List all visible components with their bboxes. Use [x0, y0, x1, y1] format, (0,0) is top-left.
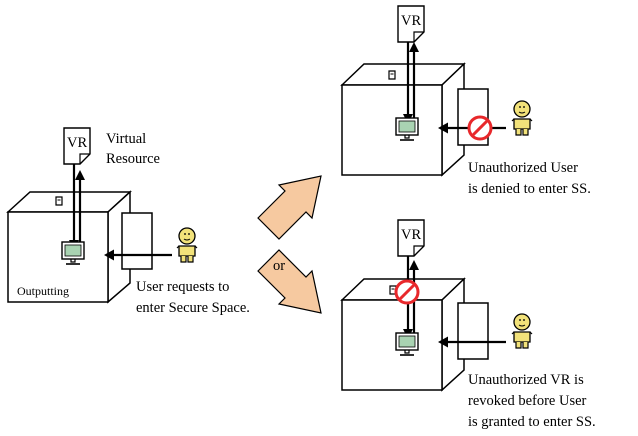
arrow-up-right	[257, 175, 322, 240]
user-icon	[176, 227, 198, 263]
resource-label: Resource	[106, 151, 160, 167]
bottom-caption-line-2: revoked before User	[468, 393, 587, 409]
lock-icon	[388, 70, 396, 80]
user-icon	[511, 100, 533, 136]
bottom-right-secure-space: VR Unauthorized VR is revoked before Use…	[340, 219, 596, 430]
virtual-label: Virtual	[106, 131, 146, 147]
top-doc-label: VR	[401, 13, 421, 29]
outputting-label: Outputting	[17, 284, 69, 298]
top-caption-line-2: is denied to enter SS.	[468, 181, 591, 197]
arrow-down-right	[257, 249, 322, 314]
or-label: or	[273, 258, 285, 274]
bottom-caption-line-1: Unauthorized VR is	[468, 372, 584, 388]
prohibited-icon	[394, 279, 420, 305]
prohibited-icon	[467, 115, 493, 141]
top-caption-line-1: Unauthorized User	[468, 160, 578, 176]
branch-arrows: or	[257, 175, 322, 314]
left-doc-label: VR	[67, 135, 87, 151]
bottom-doc-label: VR	[401, 227, 421, 243]
lock-icon	[55, 196, 63, 206]
top-right-secure-space: VR Unauthorized User is denied to enter …	[340, 5, 591, 197]
left-caption-line-2: enter Secure Space.	[136, 300, 250, 316]
bottom-caption-line-3: is granted to enter SS.	[468, 414, 596, 430]
left-secure-space: VR Outputting Virtual Resource User requ…	[6, 127, 250, 316]
left-caption-line-1: User requests to	[136, 279, 229, 295]
user-icon	[511, 313, 533, 349]
